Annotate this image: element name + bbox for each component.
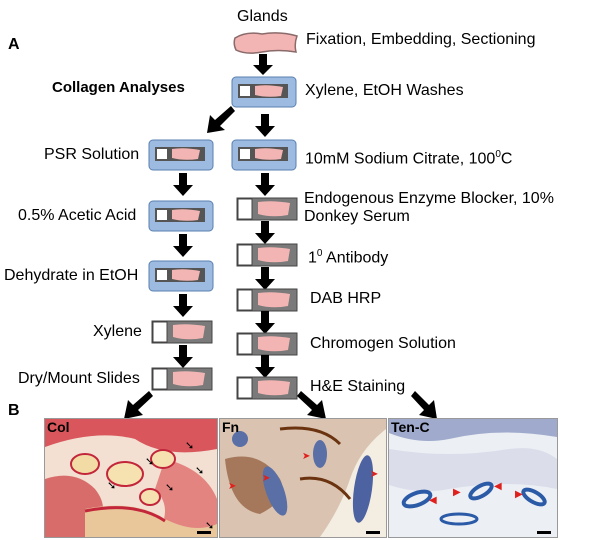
svg-text:➤: ➤ (370, 469, 378, 480)
svg-text:➘: ➘ (107, 479, 116, 492)
step-dab-hrp: DAB HRP (310, 290, 382, 307)
arrow-down-icon (255, 355, 275, 378)
glands-label: Glands (237, 8, 288, 25)
step-xylene-etoh: Xylene, EtOH Washes (305, 82, 464, 99)
step-sodium-citrate: 10mM Sodium Citrate, 1000C (305, 149, 513, 168)
gland-tissue-icon (233, 32, 298, 54)
svg-text:▶: ▶ (453, 487, 461, 498)
slide-dish-icon (231, 139, 297, 171)
svg-text:➘: ➘ (195, 464, 204, 477)
arrow-diagonal-icon (207, 106, 235, 133)
panel-label-a: A (8, 36, 20, 53)
arrow-diagonal-icon (411, 391, 437, 419)
svg-text:➤: ➤ (302, 451, 310, 462)
micrograph-tenascin: ◀ ▶ ◀ ▶ Ten-C (388, 418, 558, 538)
micrograph-fibronectin: ➤ ➤ ➤ ➤ Fn (219, 418, 387, 538)
slide-dish-icon (148, 260, 214, 292)
arrow-down-icon (255, 173, 275, 196)
arrow-diagonal-icon (124, 391, 153, 419)
slide-icon (236, 288, 298, 312)
arrow-down-icon (173, 173, 193, 196)
svg-text:➘: ➘ (145, 455, 154, 468)
micrograph-image: ➘ ➘ ➘ ➘ ➘ ➘ (45, 419, 217, 537)
step-enzyme-blocker: Endogenous Enzyme Blocker, 10% (304, 190, 554, 207)
micrograph-label-fn: Fn (222, 419, 240, 435)
step-xylene: Xylene (93, 323, 142, 340)
step-primary-antibody: 10 Antibody (308, 248, 389, 267)
micrograph-collagen: ➘ ➘ ➘ ➘ ➘ ➘ Col (44, 418, 218, 538)
arrow-down-icon (255, 114, 275, 137)
step-dry-mount: Dry/Mount Slides (18, 370, 140, 387)
arrow-down-icon (255, 221, 275, 244)
arrow-diagonal-icon (297, 391, 326, 419)
svg-text:◀: ◀ (429, 495, 437, 506)
slide-icon (236, 332, 298, 356)
svg-text:➤: ➤ (262, 473, 270, 484)
slide-icon (151, 367, 213, 391)
collagen-analyses-title: Collagen Analyses (52, 79, 185, 96)
step-fixation: Fixation, Embedding, Sectioning (306, 31, 536, 48)
step-acetic-acid: 0.5% Acetic Acid (18, 207, 137, 224)
svg-text:➘: ➘ (205, 519, 214, 532)
arrow-down-icon (255, 267, 275, 290)
step-donkey-serum: Donkey Serum (304, 208, 410, 225)
micrograph-image: ◀ ▶ ◀ ▶ (389, 419, 557, 537)
svg-text:➤: ➤ (228, 481, 236, 492)
panel-label-b: B (8, 402, 20, 419)
slide-dish-icon (231, 76, 297, 108)
svg-text:◀: ◀ (494, 481, 502, 492)
micrograph-label-ten-c: Ten-C (391, 419, 430, 435)
svg-text:➘: ➘ (165, 481, 174, 494)
arrow-down-icon (253, 54, 273, 75)
micrograph-label-col: Col (47, 419, 70, 435)
arrow-down-icon (255, 311, 275, 334)
arrow-down-icon (173, 345, 193, 368)
arrow-down-icon (173, 294, 193, 317)
step-chromogen: Chromogen Solution (310, 335, 456, 352)
svg-text:▶: ▶ (515, 489, 523, 500)
slide-dish-icon (148, 200, 214, 232)
slide-dish-icon (148, 139, 214, 171)
slide-icon (151, 320, 213, 344)
slide-icon (236, 197, 298, 221)
slide-icon (236, 376, 298, 400)
svg-text:➘: ➘ (185, 439, 194, 452)
step-psr-solution: PSR Solution (44, 146, 140, 163)
arrow-down-icon (173, 234, 193, 257)
micrograph-image: ➤ ➤ ➤ ➤ (220, 419, 386, 537)
step-he-staining: H&E Staining (310, 378, 406, 395)
step-dehydrate: Dehydrate in EtOH (4, 267, 139, 284)
slide-icon (236, 243, 298, 267)
